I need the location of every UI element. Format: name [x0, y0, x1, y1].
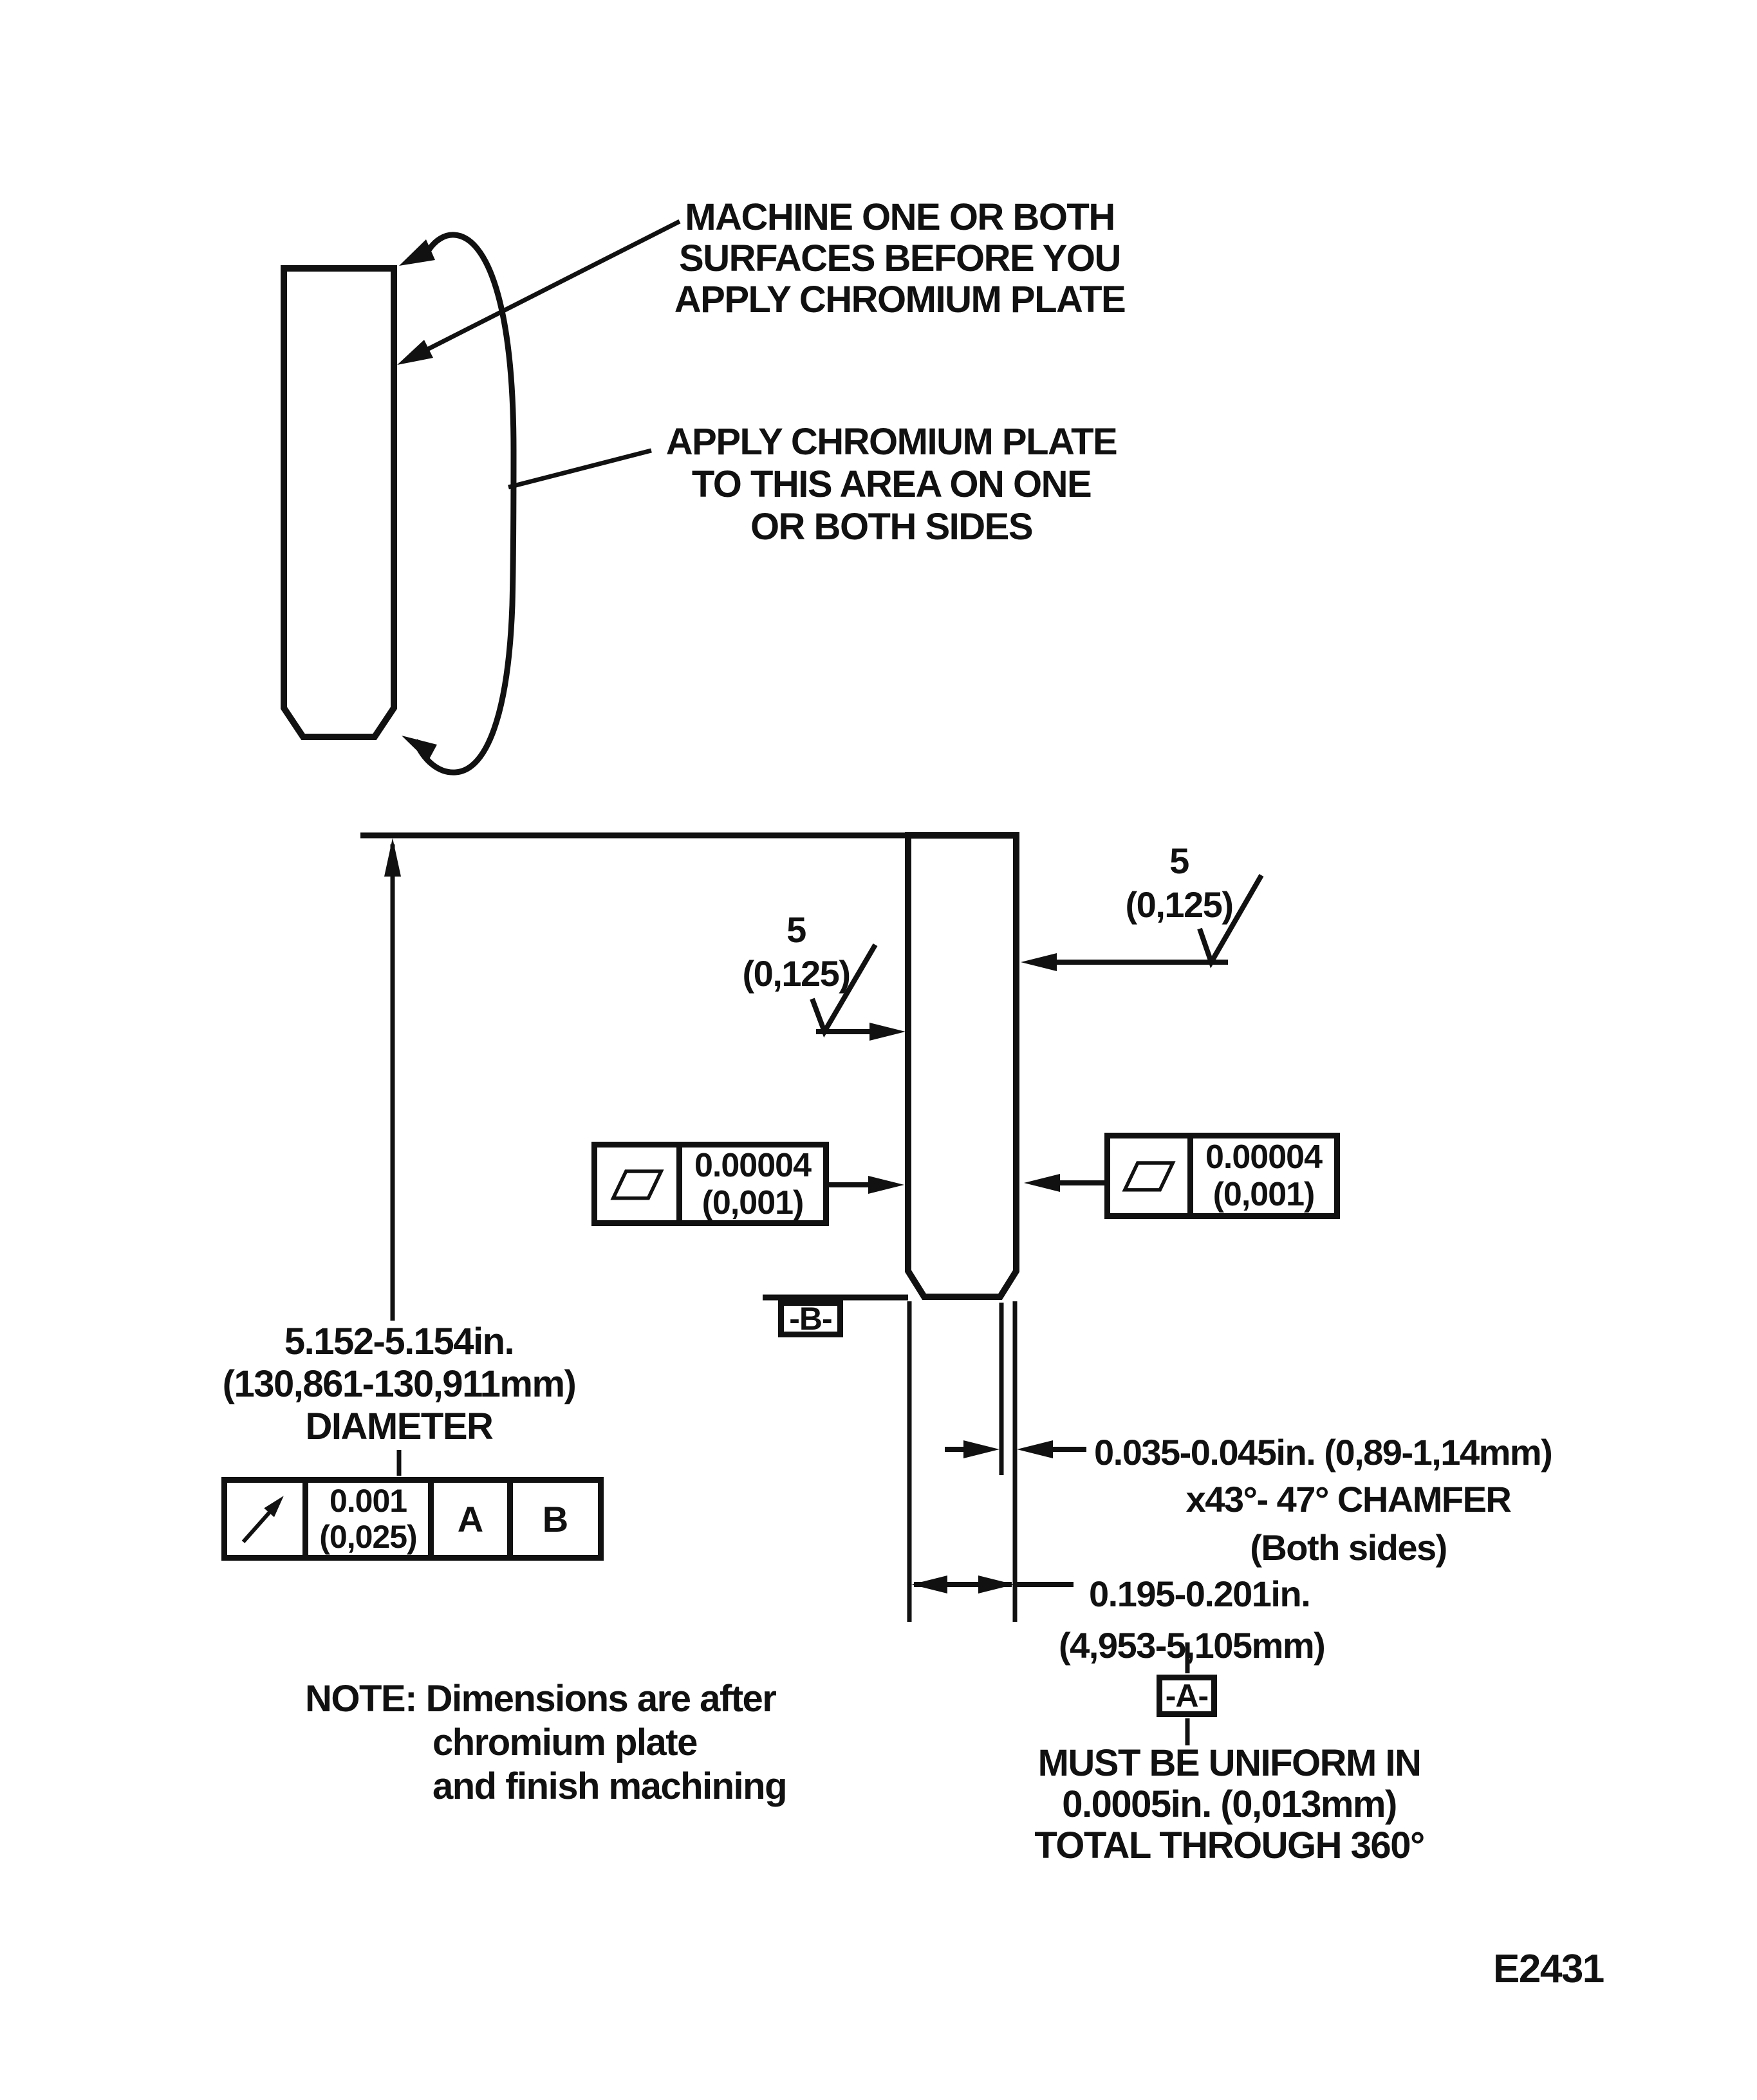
- figure-code: E2431: [1493, 1947, 1604, 1991]
- note-text3: and finish machining: [432, 1765, 788, 1807]
- machine-note-arrowhead: [397, 340, 433, 365]
- uniform-note: MUST BE UNIFORM IN 0.0005in. (0,013mm) T…: [972, 1743, 1487, 1866]
- flatness-metric: (0,001): [1213, 1176, 1315, 1213]
- flatness-left-arrowhead: [868, 1176, 904, 1194]
- flatness-parallelogram-icon: [1122, 1161, 1176, 1192]
- note-text1: Dimensions are after: [425, 1678, 777, 1720]
- surface-finish-left: 5 (0,125): [732, 908, 860, 996]
- machine-note-line3: APPLY CHROMIUM PLATE: [674, 279, 1126, 321]
- surface-finish-right: 5 (0,125): [1115, 839, 1243, 927]
- thickness-range-in: 0.195-0.201in.: [1089, 1574, 1311, 1614]
- section-bar: [905, 832, 1019, 1300]
- surface-finish-metric: (0,125): [1125, 884, 1234, 925]
- runout-arrow-icon: [241, 1496, 284, 1543]
- disc-edge-profile: [281, 265, 397, 740]
- surface-finish-grade: 5: [786, 909, 806, 950]
- flatness-tolerance-cell: 0.00004 (0,001): [676, 1146, 823, 1222]
- diameter-range-mm: (130,861-130,911mm): [222, 1363, 577, 1405]
- runout-tolerance-cell: 0.001 (0,025): [302, 1483, 428, 1555]
- apply-note-leader: [508, 448, 652, 490]
- apply-note-line3: OR BOTH SIDES: [750, 506, 1034, 548]
- thickness-arrowhead-right: [978, 1575, 1014, 1594]
- flatness-right-arrowhead: [1024, 1174, 1060, 1192]
- note-block: NOTE: Dimensions are after chromium plat…: [305, 1677, 788, 1808]
- chamfer-arrowhead-left: [963, 1440, 999, 1458]
- note-text2: chromium plate: [432, 1722, 698, 1763]
- flatness-tolerance: 0.00004: [694, 1146, 812, 1184]
- uniform-line3: TOTAL THROUGH 360°: [1034, 1825, 1425, 1866]
- flatness-tolerance: 0.00004: [1205, 1138, 1323, 1176]
- uniform-line1: MUST BE UNIFORM IN: [1037, 1742, 1422, 1784]
- chamfer-line2: x43°- 47° CHAMFER: [1185, 1479, 1512, 1519]
- runout-datum-b-cell: B: [507, 1483, 598, 1555]
- surface-finish-arrowhead-left: [869, 1023, 906, 1041]
- datum-a-label: -A-: [1157, 1675, 1217, 1717]
- datum-b-label: -B-: [778, 1300, 843, 1337]
- surface-finish-arrowhead-right: [1021, 953, 1057, 971]
- uniform-line2: 0.0005in. (0,013mm): [1062, 1783, 1397, 1825]
- diameter-range-in: 5.152-5.154in.: [284, 1321, 515, 1362]
- flatness-tolerance-cell: 0.00004 (0,001): [1187, 1138, 1334, 1213]
- runout-frame: 0.001 (0,025) A B: [221, 1477, 604, 1561]
- flatness-symbol-cell: [1110, 1138, 1187, 1213]
- machine-note-line1: MACHINE ONE OR BOTH: [685, 196, 1115, 238]
- runout-metric: (0,025): [319, 1519, 417, 1555]
- thickness-arrowhead-left: [911, 1575, 947, 1594]
- flatness-metric: (0,001): [702, 1184, 804, 1222]
- surface-finish-grade: 5: [1169, 841, 1189, 881]
- plate-area-oval-arrow: [412, 232, 517, 776]
- note-label: NOTE:: [305, 1678, 417, 1720]
- surface-finish-metric: (0,125): [742, 953, 851, 994]
- machine-note: MACHINE ONE OR BOTH SURFACES BEFORE YOU …: [671, 197, 1128, 321]
- chamfer-line1: 0.035-0.045in. (0,89-1,14mm): [1094, 1432, 1553, 1473]
- runout-symbol-cell: [227, 1483, 302, 1555]
- apply-note: APPLY CHROMIUM PLATE TO THIS AREA ON ONE…: [663, 421, 1120, 548]
- oval-arrowhead-top: [399, 239, 435, 266]
- flatness-parallelogram-icon: [609, 1169, 664, 1200]
- runout-tolerance: 0.001: [329, 1483, 407, 1519]
- thickness-range-mm: (4,953-5,105mm): [1059, 1625, 1326, 1666]
- oval-arrowhead-bottom: [402, 736, 437, 761]
- chamfer-arrowhead-right: [1017, 1440, 1053, 1458]
- machine-note-leader: [417, 219, 681, 357]
- apply-note-line2: TO THIS AREA ON ONE: [691, 463, 1092, 505]
- note-line1: NOTE: Dimensions are after: [305, 1677, 786, 1721]
- diameter-dimension-text: 5.152-5.154in. (130,861-130,911mm) DIAME…: [174, 1321, 624, 1448]
- apply-note-line1: APPLY CHROMIUM PLATE: [665, 421, 1118, 463]
- machine-note-line2: SURFACES BEFORE YOU: [679, 237, 1121, 279]
- diameter-arrowhead-up: [384, 838, 401, 877]
- chamfer-line3: (Both sides): [1250, 1527, 1447, 1568]
- flatness-frame-right: 0.00004 (0,001): [1104, 1133, 1340, 1219]
- flatness-symbol-cell: [597, 1148, 676, 1220]
- diameter-label: DIAMETER: [305, 1406, 494, 1447]
- flatness-frame-left: 0.00004 (0,001): [591, 1142, 829, 1226]
- runout-datum-a-cell: A: [428, 1483, 507, 1555]
